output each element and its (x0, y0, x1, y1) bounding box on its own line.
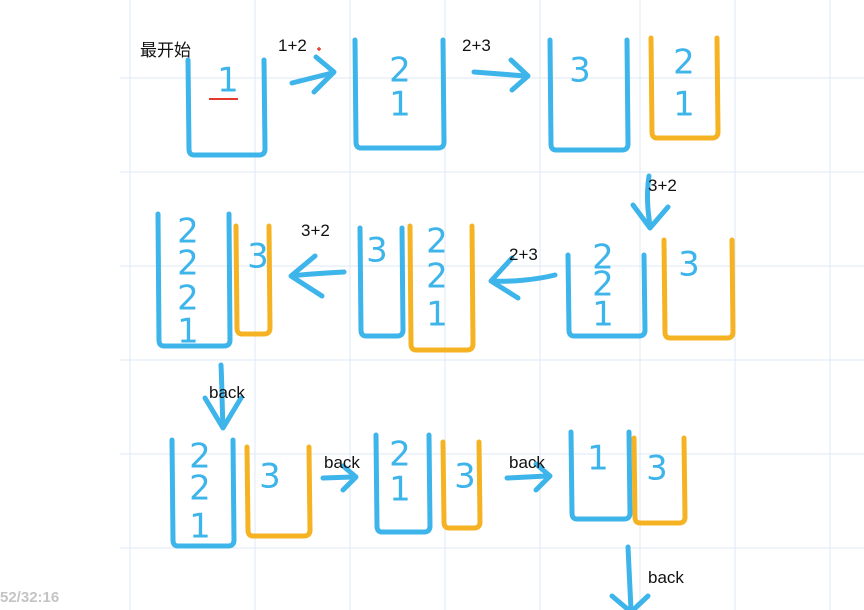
video-timestamp: 52/32:16 (0, 589, 60, 606)
stack-item-3: 3 (247, 237, 269, 277)
stack-row2-left-orange: 3 (233, 223, 273, 337)
back-label-3: back (509, 453, 545, 472)
stack-item-2: 2 (177, 279, 199, 319)
stack-item-2: 2 (189, 437, 211, 477)
arrow-down-2 (202, 362, 244, 431)
stack-item-2: 2 (177, 212, 199, 252)
stack-item-2: 2 (592, 238, 614, 278)
stack-container-outline (547, 37, 631, 153)
stack-container-outline (631, 435, 688, 526)
stack-item-2: 2 (389, 51, 411, 91)
stack-container-outline (357, 225, 406, 339)
stack-item-2: 2 (177, 244, 199, 284)
stack-item-2: 2 (189, 469, 211, 509)
back-label-4: back (648, 568, 684, 587)
stack-item-1: 1 (389, 470, 411, 510)
start-label: 最开始 (140, 41, 191, 60)
op-label-3-plus-2-mid: 3+2 (301, 221, 330, 240)
stack-container-outline (661, 237, 736, 341)
stack-item-3: 3 (366, 231, 388, 271)
stack-container-outline (169, 437, 237, 549)
arrow-right-2 (471, 57, 531, 93)
stack-item-1: 1 (587, 439, 609, 479)
stack-container-outline (155, 211, 233, 349)
stack-row3-c-blue: 1 (568, 429, 633, 522)
stack-item-3: 3 (259, 457, 281, 497)
op-label-1-plus-2: 1+2 (278, 36, 307, 55)
stack-row2-mid-orange: 221 (407, 222, 476, 353)
stack-container-outline (440, 439, 483, 531)
arrow-left-2 (288, 253, 347, 299)
stack-item-3: 3 (678, 245, 700, 285)
stack-item-3: 3 (454, 457, 476, 497)
stack-item-1: 1 (389, 85, 411, 125)
back-label-2: back (324, 453, 360, 472)
stack-item-2: 2 (389, 435, 411, 475)
back-label-1: back (209, 383, 245, 402)
stack-after-2-3: 3 (547, 37, 631, 153)
stack-item-1: 1 (217, 61, 239, 101)
stack-row3-c-orange: 3 (631, 435, 688, 526)
stack-item-1: 1 (673, 85, 695, 125)
stack-item-1: 1 (177, 312, 199, 352)
stack-container-outline (565, 252, 648, 339)
stack-item-2: 2 (426, 257, 448, 297)
stack-item-2: 2 (592, 265, 614, 305)
grid-lines (120, 0, 864, 610)
stack-row2-right-orange: 3 (661, 237, 736, 341)
arrow-right-4 (504, 461, 553, 493)
stack-start: 1 (185, 57, 268, 158)
stack-container-outline (352, 37, 447, 151)
stack-container-outline (233, 223, 273, 337)
stack-item-1: 1 (426, 295, 448, 335)
stack-container-outline (407, 223, 476, 353)
stack-row3-a-orange: 3 (244, 444, 313, 539)
arrow-down-1 (630, 173, 671, 231)
arrow-down-3 (609, 544, 651, 610)
stack-row3-b-blue: 21 (373, 432, 433, 535)
stack-item-1: 1 (592, 295, 614, 335)
stack-item-3: 3 (569, 51, 591, 91)
stack-container-outline (185, 57, 268, 158)
stack-item-3: 3 (646, 449, 668, 489)
op-label-2-plus-3-mid: 2+3 (509, 245, 538, 264)
arrow-right-3 (320, 463, 359, 493)
stack-container-outline (244, 444, 313, 539)
stack-item-2: 2 (426, 222, 448, 262)
stack-item-2: 2 (673, 43, 695, 83)
stack-container-outline (568, 429, 633, 522)
arrow-right-1 (289, 54, 337, 95)
red-pointer-dot (317, 47, 321, 51)
stack-row2-right-blue: 221 (565, 238, 648, 339)
op-label-2-plus-3-top: 2+3 (462, 36, 491, 55)
stack-row3-a-blue: 221 (169, 437, 237, 549)
stack-row1-right: 21 (648, 35, 721, 141)
stack-after-1-2: 21 (352, 37, 447, 151)
stack-item-1: 1 (189, 507, 211, 547)
stack-row2-mid-blue: 3 (357, 225, 406, 339)
arrow-left-1 (488, 255, 558, 301)
stack-row3-b-orange: 3 (440, 439, 483, 531)
stack-container-outline (648, 35, 721, 141)
stack-container-outline (373, 432, 433, 535)
op-label-3-plus-2-right: 3+2 (648, 176, 677, 195)
